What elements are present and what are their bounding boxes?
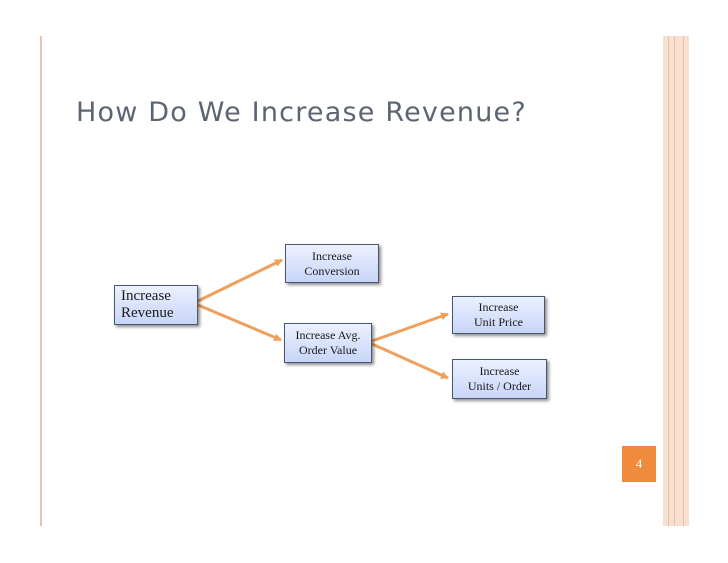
arrow-revenue-to-conversion (197, 258, 283, 303)
arrow-aov-to-units (371, 342, 449, 380)
node-increase-revenue: Increase Revenue (114, 285, 198, 325)
node-increase-units: Increase Units / Order (452, 359, 547, 399)
node-label-line: Conversion (304, 263, 360, 278)
node-label-line: Units / Order (467, 379, 532, 393)
node-label-line: Increase Avg. (295, 328, 361, 342)
node-label-line: Increase (121, 288, 171, 304)
node-increase-order-value: Increase Avg. Order Value (284, 323, 372, 363)
right-decorative-bar (663, 36, 689, 526)
arrow-revenue-to-aov (197, 303, 282, 342)
node-label-line: Increase (312, 248, 352, 263)
node-increase-conversion: Increase Conversion (285, 244, 379, 283)
left-decorative-line (40, 36, 42, 526)
node-increase-unit-price: Increase Unit Price (452, 296, 545, 334)
node-label-line: Increase (479, 364, 520, 378)
right-decorative-line (668, 36, 669, 526)
right-decorative-line (674, 36, 675, 526)
right-decorative-line (683, 36, 684, 526)
page-number-badge: 4 (622, 446, 656, 482)
node-label-line: Order Value (298, 343, 358, 357)
node-label-line: Increase (478, 300, 519, 314)
arrow-aov-to-unit-price (371, 312, 449, 343)
slide-title: How Do We Increase Revenue? (76, 97, 527, 128)
node-label-line: Unit Price (474, 315, 523, 329)
node-label-line: Revenue (121, 305, 174, 321)
